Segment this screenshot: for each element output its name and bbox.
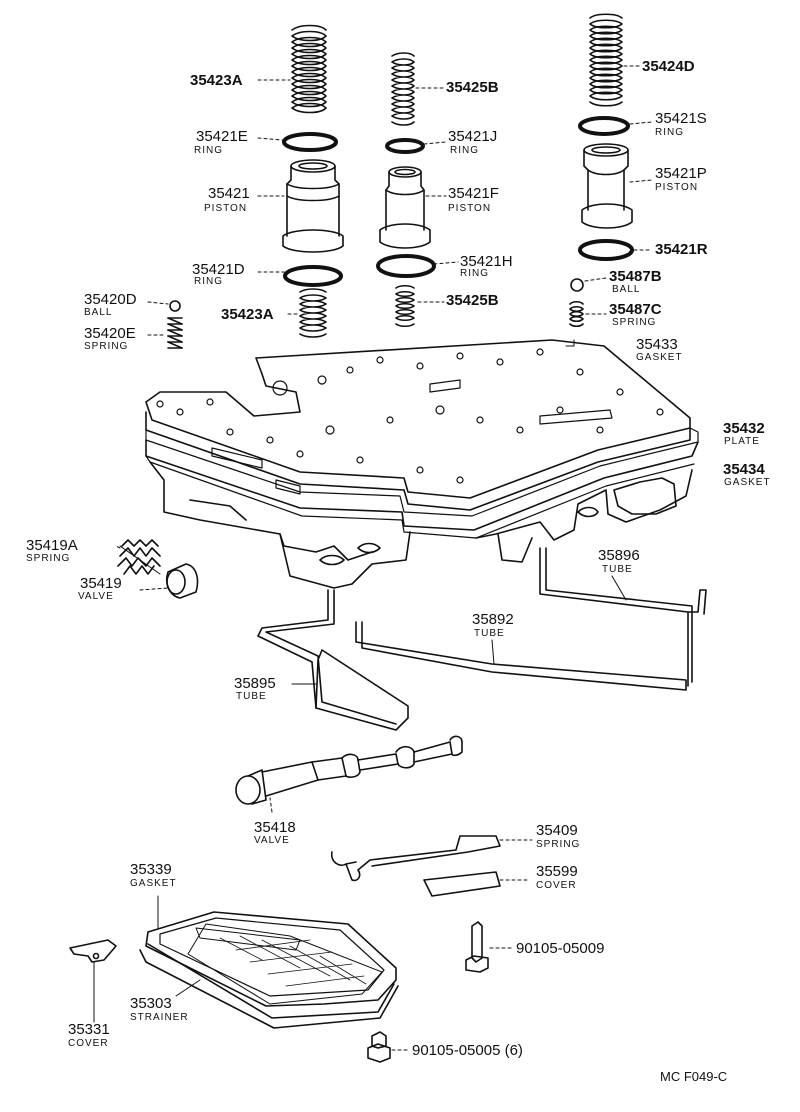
spring-35487C	[569, 300, 584, 328]
gasket-holes	[156, 348, 664, 495]
label-35421D-desc: RING	[194, 276, 223, 287]
label-35421E-desc: RING	[194, 145, 223, 156]
label-35421F-desc: PISTON	[448, 203, 492, 214]
label-35425B-top: 35425B	[446, 79, 499, 96]
label-35339: 35339	[130, 861, 172, 878]
label-35434: 35434	[723, 461, 765, 478]
label-35421S-desc: RING	[655, 127, 684, 138]
label-35895-desc: TUBE	[236, 691, 267, 702]
label-35421: 35421	[208, 185, 250, 202]
valve-body	[149, 461, 693, 589]
plate-35432	[145, 411, 699, 517]
label-35487B: 35487B	[609, 268, 662, 285]
bolt-90105-05005	[367, 1031, 391, 1063]
ring-35421H	[376, 254, 436, 278]
label-90105-05009: 90105-05009	[516, 940, 605, 957]
label-35432-desc: PLATE	[724, 436, 760, 447]
gasket-35434	[145, 439, 699, 539]
footer-code: MC F049-C	[660, 1069, 728, 1084]
piston-35421F	[379, 166, 431, 249]
label-35421R: 35421R	[655, 241, 708, 258]
label-35421J-desc: RING	[450, 145, 479, 156]
label-35487B-desc: BALL	[612, 284, 641, 295]
label-35421-desc: PISTON	[204, 203, 248, 214]
label-35421F: 35421F	[448, 185, 499, 202]
label-35896-desc: TUBE	[602, 564, 633, 575]
label-35421E: 35421E	[196, 128, 248, 145]
label-35421S: 35421S	[655, 110, 707, 127]
spring-35420E	[167, 317, 183, 349]
label-35418-desc: VALVE	[254, 835, 290, 846]
label-35599: 35599	[536, 863, 578, 880]
piston-35421	[282, 159, 344, 253]
gasket-35339	[145, 911, 397, 1007]
label-35419A: 35419A	[26, 537, 78, 554]
label-90105-05005: 90105-05005 (6)	[412, 1042, 523, 1059]
label-35425B-bottom: 35425B	[446, 292, 499, 309]
label-35420D: 35420D	[84, 291, 137, 308]
label-35421H-desc: RING	[460, 268, 489, 279]
label-35419: 35419	[80, 575, 122, 592]
label-35433-desc: GASKET	[636, 352, 683, 363]
spring-35424D	[589, 13, 623, 107]
spring-35423A-bottom	[299, 288, 327, 338]
strainer-35303	[139, 923, 399, 1029]
ring-35421S	[578, 116, 630, 136]
ring-35421J	[385, 138, 425, 154]
label-35892-desc: TUBE	[474, 628, 505, 639]
spring-35419A	[117, 539, 161, 575]
ring-35421R	[578, 239, 634, 261]
label-35303: 35303	[130, 995, 172, 1012]
gasket-35433	[145, 339, 691, 499]
tube-35892	[355, 621, 687, 691]
label-35421P: 35421P	[655, 165, 707, 182]
ball-35420D	[169, 300, 181, 312]
label-35303-desc: STRAINER	[130, 1012, 189, 1023]
label-35420D-desc: BALL	[84, 307, 113, 318]
label-35892: 35892	[472, 611, 514, 628]
label-35421H: 35421H	[460, 253, 513, 270]
label-35409-desc: SPRING	[536, 839, 581, 850]
label-35895: 35895	[234, 675, 276, 692]
spring-35423A-top	[291, 24, 327, 114]
label-35599-desc: COVER	[536, 880, 577, 891]
ring-35421E	[282, 132, 338, 152]
label-35434-desc: GASKET	[724, 477, 771, 488]
tube-35895	[257, 589, 409, 731]
label-35896: 35896	[598, 547, 640, 564]
piston-35421P	[581, 143, 633, 229]
spring-35425B-bottom	[395, 284, 415, 328]
ring-35421D	[283, 265, 343, 287]
bolt-90105-05009	[465, 921, 489, 973]
label-35331-desc: COVER	[68, 1038, 109, 1049]
label-35421J: 35421J	[448, 128, 498, 145]
valve-35419	[165, 563, 199, 599]
tube-35896	[539, 547, 707, 687]
valve-35418	[235, 735, 463, 805]
label-35423A-bottom: 35423A	[221, 306, 274, 323]
label-35420E: 35420E	[84, 325, 136, 342]
label-35420E-desc: SPRING	[84, 341, 129, 352]
label-35421P-desc: PISTON	[655, 182, 699, 193]
label-35418: 35418	[254, 819, 296, 836]
spring-35409	[330, 835, 501, 882]
label-35423A-top: 35423A	[190, 72, 243, 89]
cover-35331	[69, 939, 117, 963]
label-35339-desc: GASKET	[130, 878, 177, 889]
label-35432: 35432	[723, 420, 765, 437]
spring-35425B-top	[391, 52, 415, 126]
ball-35487B	[570, 278, 584, 292]
label-35409: 35409	[536, 822, 578, 839]
label-35331: 35331	[68, 1021, 110, 1038]
label-35424D: 35424D	[642, 58, 695, 75]
label-35487C-desc: SPRING	[612, 317, 657, 328]
label-35419-desc: VALVE	[78, 591, 114, 602]
label-35419A-desc: SPRING	[26, 553, 71, 564]
label-35487C: 35487C	[609, 301, 662, 318]
label-35421D: 35421D	[192, 261, 245, 278]
label-35433: 35433	[636, 336, 678, 353]
cover-35599	[423, 871, 501, 897]
